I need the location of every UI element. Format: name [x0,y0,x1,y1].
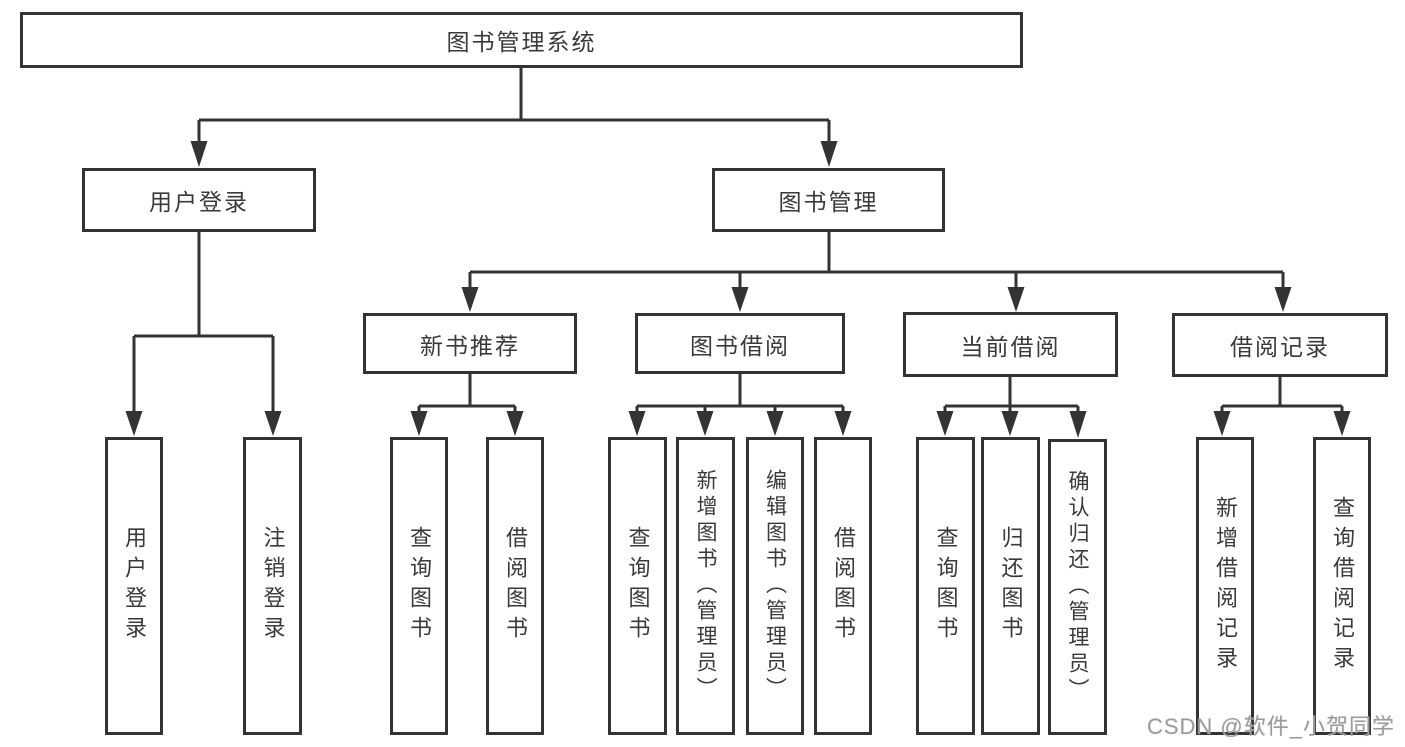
leaf-borrow-books-label: 借阅图书 [831,526,856,646]
leaf-return-books-label: 归还图书 [998,526,1024,646]
leaf-recommend-borrow-books-label: 借阅图书 [503,526,528,646]
arrowhead-icons [125,141,1351,438]
leaf-confirm-return-admin: 确认归还（管理员） [1048,439,1107,735]
node-borrow-records: 借阅记录 [1172,313,1388,377]
leaf-user-login-label: 用户登录 [122,526,147,646]
leaf-add-books-admin: 新增图书（管理员） [676,437,735,735]
leaf-current-query-books: 查询图书 [916,437,975,735]
leaf-current-query-books-label: 查询图书 [933,526,959,646]
node-user-login-branch-label: 用户登录 [149,189,249,215]
leaf-query-borrow-record-label: 查询借阅记录 [1330,496,1355,676]
leaf-edit-books-admin-label: 编辑图书（管理员） [763,469,787,703]
leaf-add-books-admin-label: 新增图书（管理员） [694,469,717,703]
node-user-login-branch: 用户登录 [82,168,316,232]
node-book-management-branch-label: 图书管理 [778,189,879,215]
node-current-borrow: 当前借阅 [903,312,1118,377]
node-root-system: 图书管理系统 [20,12,1023,68]
leaf-borrow-query-books: 查询图书 [608,437,667,735]
node-root-label: 图书管理系统 [446,29,597,55]
node-book-borrow-label: 图书借阅 [690,332,790,359]
leaf-logout: 注销登录 [243,437,302,735]
leaf-recommend-query-books: 查询图书 [390,437,448,735]
node-book-management-branch: 图书管理 [712,168,945,232]
leaf-add-borrow-record: 新增借阅记录 [1196,437,1254,735]
node-new-book-recommend: 新书推荐 [363,313,577,374]
node-borrow-records-label: 借阅记录 [1230,334,1330,360]
leaf-borrow-books: 借阅图书 [814,437,872,735]
leaf-return-books: 归还图书 [981,437,1040,735]
leaf-recommend-query-books-label: 查询图书 [407,526,432,646]
leaf-recommend-borrow-books: 借阅图书 [486,437,544,735]
leaf-query-borrow-record: 查询借阅记录 [1313,437,1371,735]
node-book-borrow: 图书借阅 [635,313,845,374]
csdn-watermark: CSDN @软件_小贺同学 [1146,714,1395,739]
leaf-edit-books-admin: 编辑图书（管理员） [746,437,804,735]
leaf-add-borrow-record-label: 新增借阅记录 [1213,496,1238,676]
leaf-confirm-return-admin-label: 确认归还（管理员） [1066,470,1089,704]
node-current-borrow-label: 当前借阅 [960,333,1061,360]
leaf-user-login: 用户登录 [105,437,163,735]
node-new-book-recommend-label: 新书推荐 [420,332,520,359]
leaf-logout-label: 注销登录 [260,526,286,646]
leaf-borrow-query-books-label: 查询图书 [625,526,651,646]
